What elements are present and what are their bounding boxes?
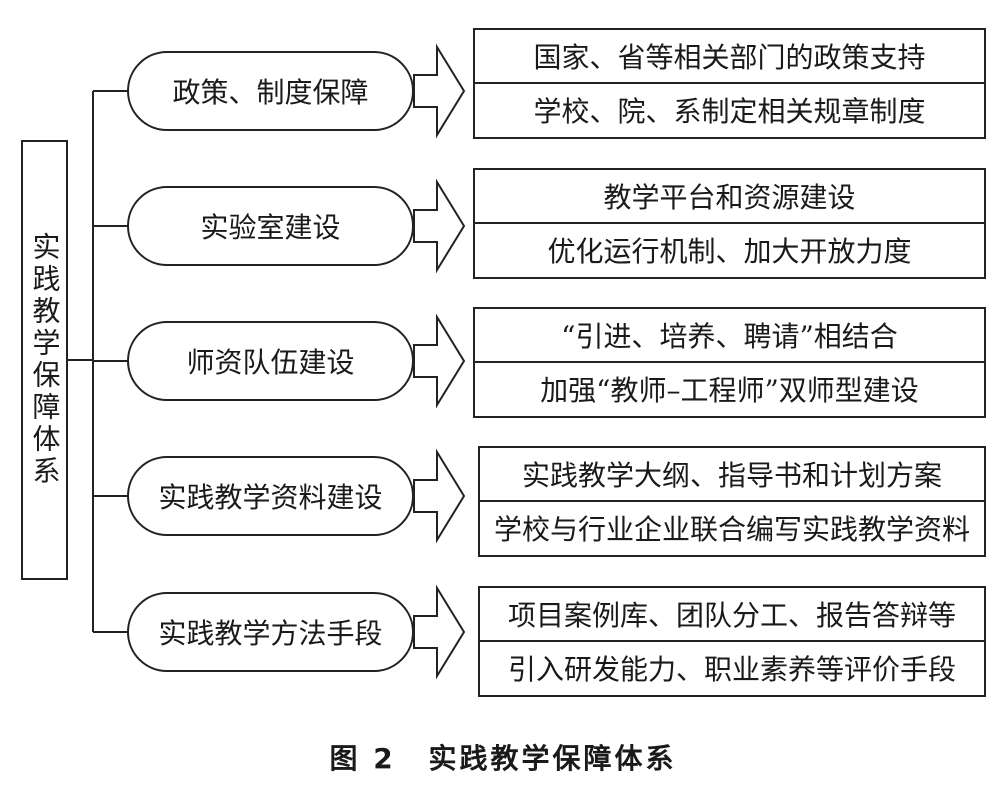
arrow-icon — [413, 178, 466, 274]
branch-node: 实践教学方法手段 — [127, 592, 414, 672]
detail-box: 实践教学大纲、指导书和计划方案 学校与行业企业联合编写实践教学资料 — [478, 446, 986, 557]
branch-label: 实验室建设 — [200, 211, 341, 244]
root-label: 实践教学保障体系 — [28, 232, 62, 488]
detail-item: 学校与行业企业联合编写实践教学资料 — [493, 513, 970, 547]
detail-item: 国家、省等相关部门的政策支持 — [475, 30, 984, 84]
detail-box: 项目案例库、团队分工、报告答辩等 引入研发能力、职业素养等评价手段 — [478, 586, 986, 697]
detail-item: 引入研发能力、职业素养等评价手段 — [507, 653, 956, 687]
root-node: 实践教学保障体系 — [21, 140, 68, 580]
arrow-icon — [413, 584, 466, 680]
detail-item: 实践教学大纲、指导书和计划方案 — [480, 448, 984, 502]
branch-node: 实验室建设 — [127, 186, 414, 266]
detail-box: “引进、培养、聘请”相结合 加强“教师–工程师”双师型建设 — [473, 307, 986, 418]
detail-item: 教学平台和资源建设 — [475, 170, 984, 224]
branch-label: 实践教学资料建设 — [158, 481, 383, 514]
detail-box: 教学平台和资源建设 优化运行机制、加大开放力度 — [473, 168, 986, 279]
branch-node: 师资队伍建设 — [127, 321, 414, 401]
caption-title: 实践教学保障体系 — [428, 742, 677, 775]
arrow-icon — [413, 448, 466, 544]
detail-item: 优化运行机制、加大开放力度 — [547, 235, 912, 269]
detail-box: 国家、省等相关部门的政策支持 学校、院、系制定相关规章制度 — [473, 28, 986, 139]
branch-label: 政策、制度保障 — [172, 76, 369, 109]
arrow-icon — [413, 313, 466, 409]
detail-item: 加强“教师–工程师”双师型建设 — [540, 374, 919, 408]
caption-number: 图 2 — [329, 742, 396, 775]
branch-label: 实践教学方法手段 — [158, 617, 383, 650]
detail-item: 学校、院、系制定相关规章制度 — [533, 95, 926, 129]
branch-label: 师资队伍建设 — [186, 346, 355, 379]
detail-item: 项目案例库、团队分工、报告答辩等 — [480, 588, 984, 642]
branch-node: 政策、制度保障 — [127, 51, 414, 131]
branch-node: 实践教学资料建设 — [127, 456, 414, 536]
arrow-icon — [413, 43, 466, 139]
figure-caption: 图 2 实践教学保障体系 — [0, 737, 1006, 777]
detail-item: “引进、培养、聘请”相结合 — [475, 309, 984, 363]
